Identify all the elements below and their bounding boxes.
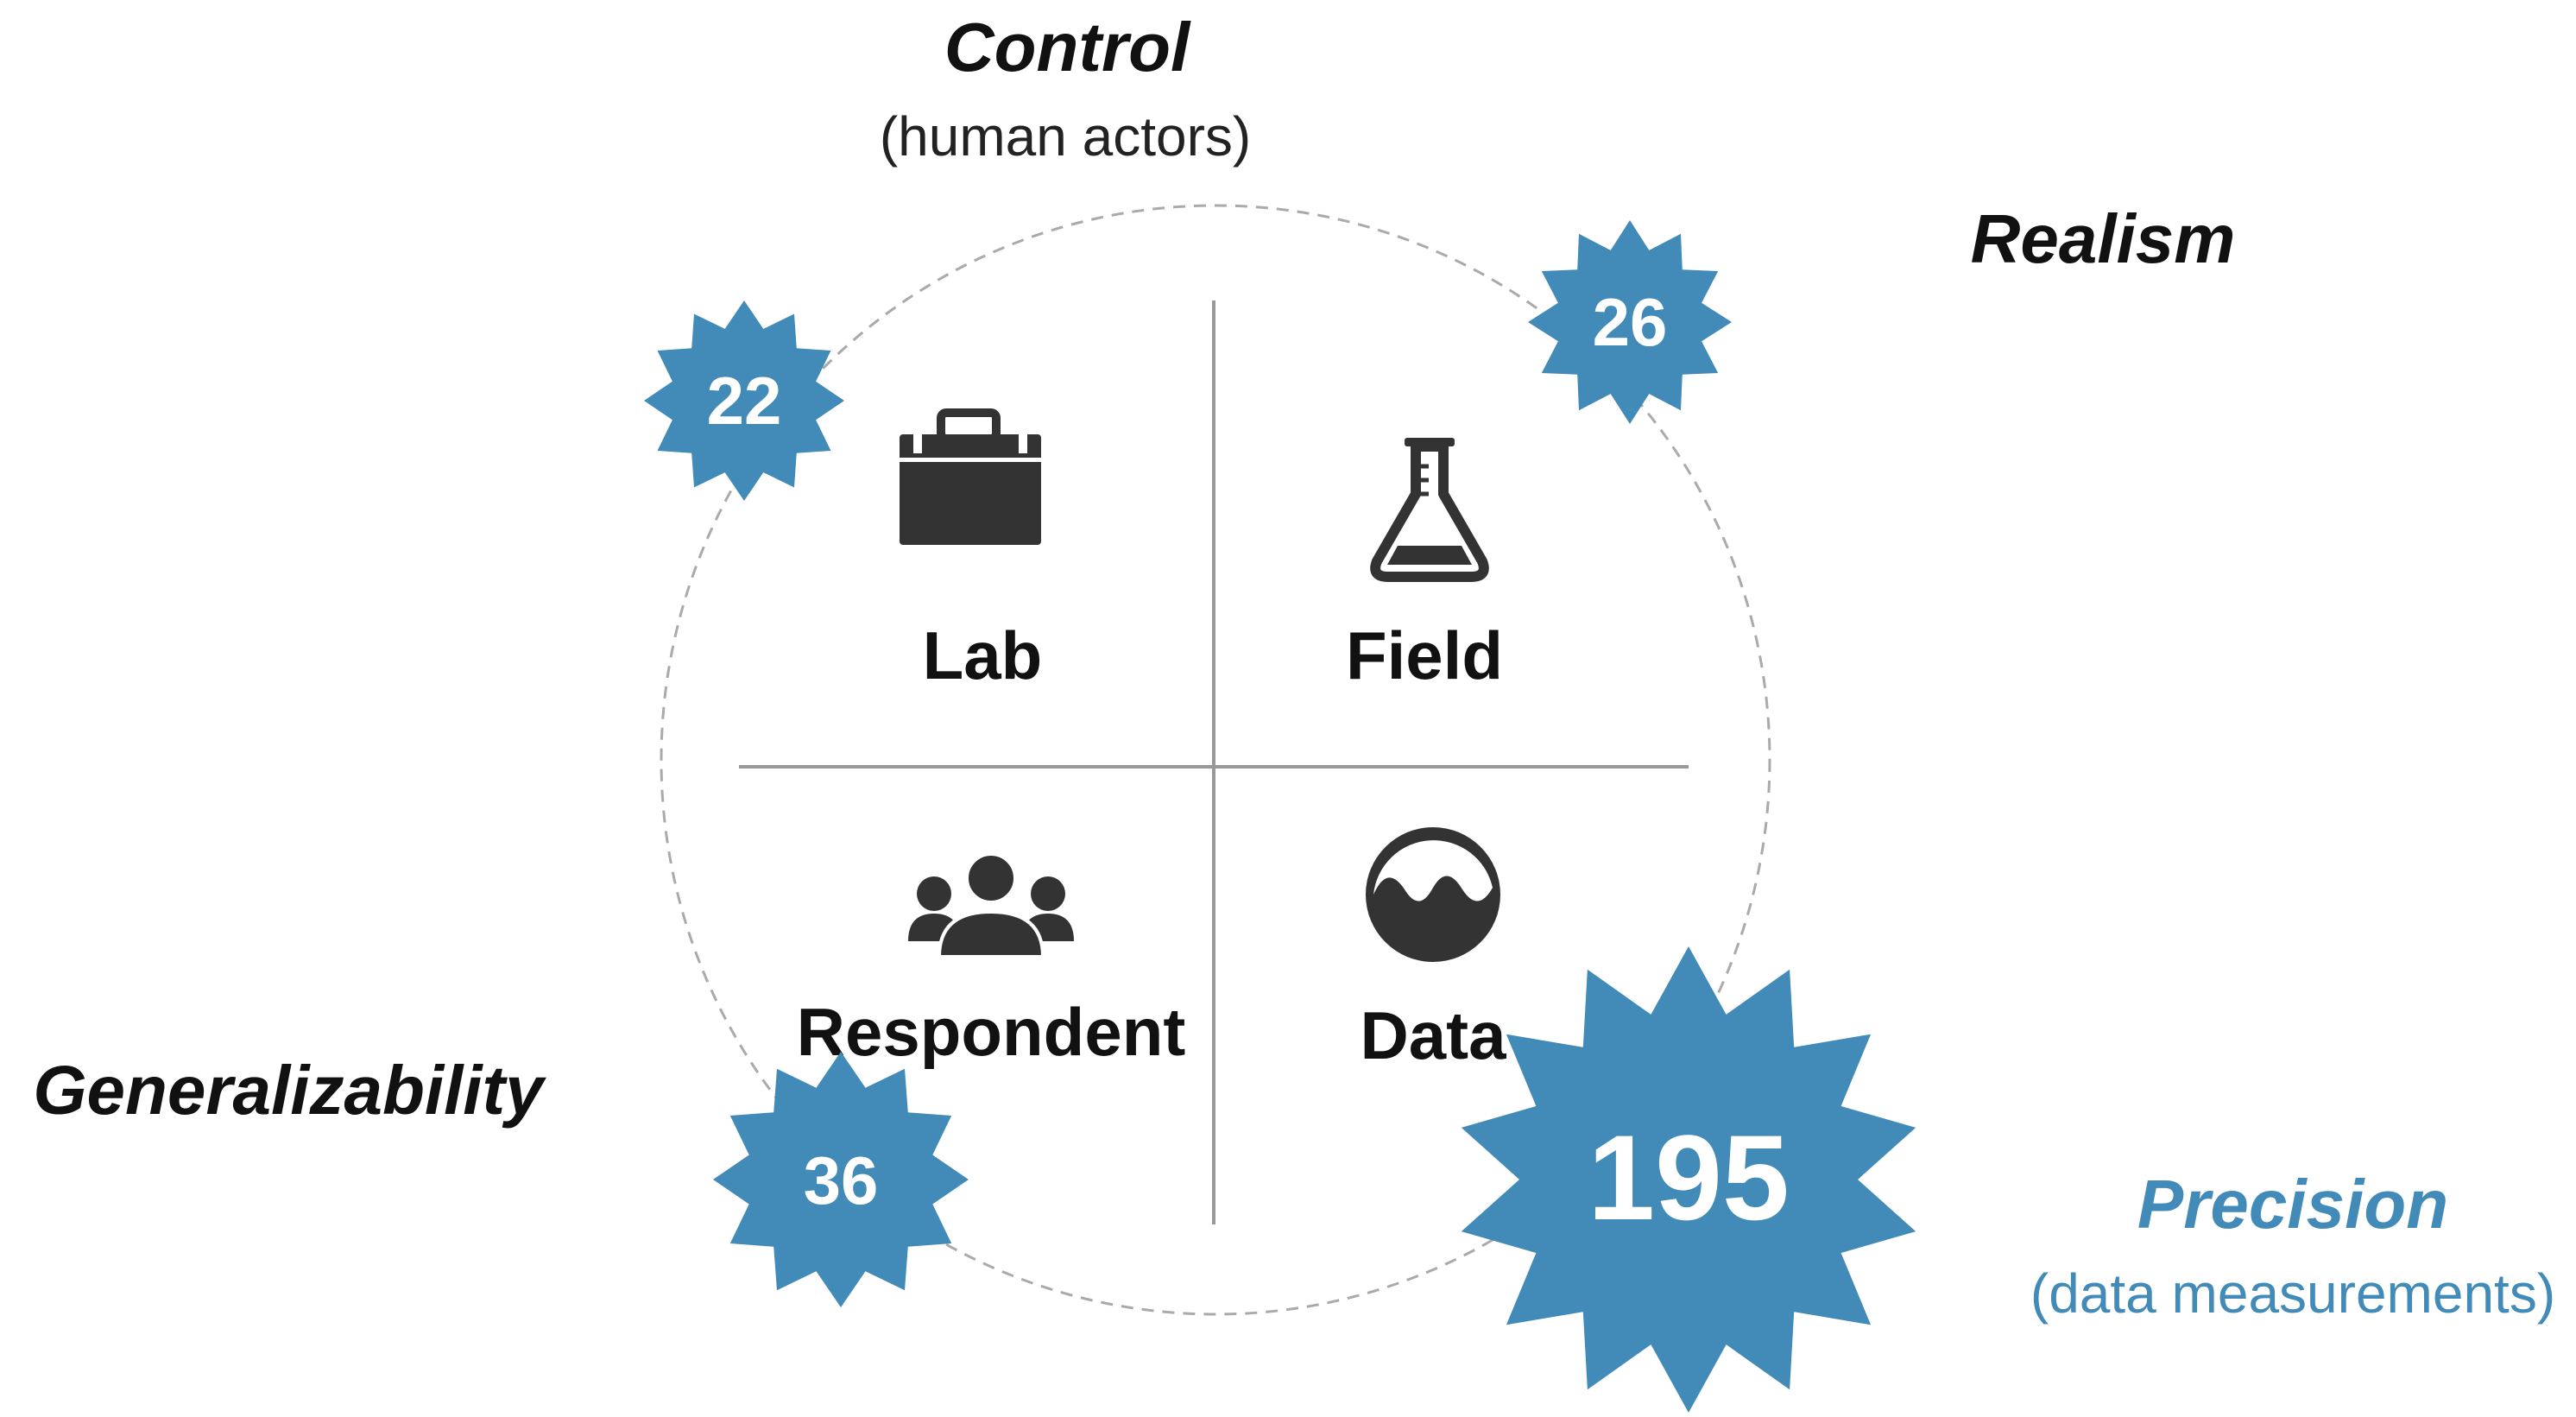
people-icon [908, 852, 1074, 958]
badge-lab-star [644, 300, 844, 501]
badge-data: 195 [1461, 946, 1916, 1413]
control-title: Control [944, 9, 1191, 85]
lab-quadrant: Lab [900, 408, 1043, 693]
data-label: Data [1360, 997, 1506, 1073]
briefcase-icon [900, 408, 1041, 545]
generalizability-title: Generalizability [33, 1052, 546, 1129]
flask-icon [1370, 438, 1489, 582]
badge-data-star [1461, 946, 1916, 1413]
badge-respondent: 36 [713, 1052, 969, 1307]
badge-lab-count: 22 [707, 363, 782, 439]
precision-subtitle: (data measurements) [2030, 1262, 2555, 1325]
control-subtitle: (human actors) [880, 105, 1251, 168]
wave-circle-icon [1366, 827, 1500, 962]
dashed-circle [660, 204, 1771, 1316]
badge-field-star [1528, 220, 1732, 424]
field-label: Field [1346, 617, 1503, 693]
badge-lab: 22 [644, 300, 844, 501]
badge-field: 26 [1528, 220, 1732, 424]
realism-title: Realism [1971, 200, 2236, 277]
precision-title: Precision [2137, 1166, 2448, 1243]
badge-respondent-star [713, 1052, 969, 1307]
respondent-quadrant: Respondent [797, 852, 1186, 1070]
badge-respondent-count: 36 [804, 1142, 879, 1218]
respondent-label: Respondent [797, 994, 1186, 1070]
badge-data-count: 195 [1588, 1110, 1790, 1245]
data-quadrant: Data [1360, 827, 1506, 1073]
field-quadrant: Field [1346, 438, 1503, 693]
badge-field-count: 26 [1593, 284, 1668, 360]
lab-label: Lab [923, 617, 1043, 693]
